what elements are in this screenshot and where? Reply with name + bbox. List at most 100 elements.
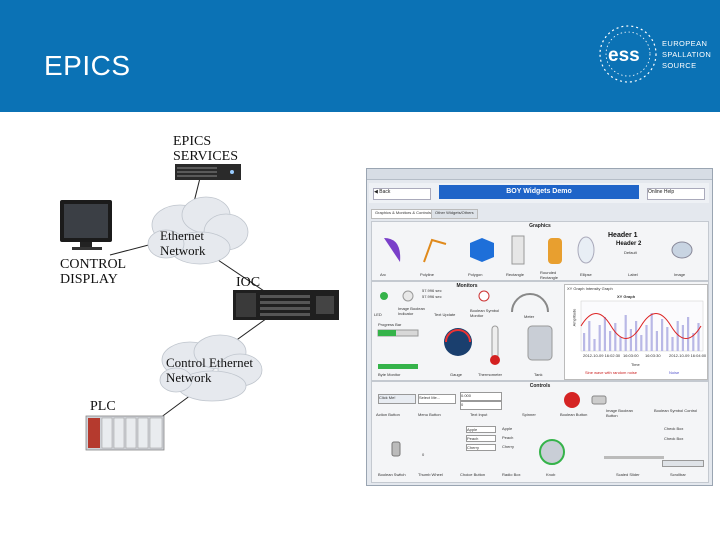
boy-widgets-window: ◀ Back BOY Widgets Demo Online Help Grap…: [366, 168, 713, 486]
gauge-dial: [444, 328, 472, 356]
slide-header: EPICS ess EUROPEAN SPALLATION SOURCE: [0, 0, 720, 112]
text-input[interactable]: 0.000: [460, 392, 502, 401]
monitor-widgets: [377, 290, 553, 369]
noise-bar: [650, 313, 653, 351]
back-button[interactable]: ◀ Back: [373, 188, 431, 200]
xy-time-3: 16:03:30: [645, 353, 661, 358]
boy-toolbar: ◀ Back BOY Widgets Demo Online Help: [369, 183, 709, 203]
boolean-symbol-control-label: Boolean Symbol Control: [654, 408, 698, 413]
ethernet-cloud-icon: [147, 196, 249, 265]
noise-bar: [583, 333, 586, 351]
gauge-label: Gauge: [450, 372, 463, 377]
xy-time-1: 2012-10-09 16:02:30: [583, 353, 621, 358]
xy-graph-widget: XY Graph Intensity Graph XY Graph Amplit…: [564, 284, 708, 380]
svg-text:ess: ess: [608, 45, 640, 66]
choice-button-label: Choice Button: [460, 472, 486, 477]
noise-bar: [687, 317, 690, 351]
byte-monitor-label: Byte Monitor: [378, 372, 401, 377]
tab-graphics-monitors-controls[interactable]: Graphics & Monitors & Controls: [371, 209, 436, 219]
noise-bar: [640, 335, 643, 351]
radio-cherry[interactable]: Cherry: [502, 444, 515, 449]
network-diagram-graphics: [60, 164, 339, 451]
noise-bar: [603, 317, 606, 351]
scrollbar-label: Scrollbar: [670, 472, 686, 477]
radio-apple[interactable]: Apple: [502, 426, 513, 431]
noise-bar: [588, 321, 591, 351]
xy-graph-title: XY Graph: [617, 294, 636, 299]
polygon-shape: [470, 238, 494, 262]
label-label: Label: [628, 272, 638, 277]
noise-bar: [671, 337, 674, 351]
polyline-label: Polyline: [420, 272, 435, 277]
default-label: Default: [624, 250, 637, 255]
thumb-wheel-label: Thumb Wheel: [418, 472, 443, 477]
graphics-shapes: [384, 235, 693, 265]
choice-peach[interactable]: Peach: [466, 435, 496, 442]
xy-legend-sine: Sine wave with random noise: [585, 370, 638, 375]
knob-icon: [539, 439, 565, 465]
action-button[interactable]: Click Me!: [378, 394, 416, 404]
boolean-symbol-monitor-label: Boolean Symbol Monitor: [470, 308, 500, 318]
xy-graph-plot: [580, 300, 704, 352]
menu-button[interactable]: Select Me...: [418, 394, 456, 404]
thermometer-tube: [491, 325, 499, 359]
services-server-icon: [175, 164, 241, 180]
thumb-wheel-value[interactable]: 0: [422, 452, 425, 457]
rounded-rectangle-label: Rounded Rectangle: [540, 270, 559, 280]
knob-label: Knob: [546, 472, 556, 477]
xy-x-axis-label: Time: [631, 362, 640, 367]
thermometer-bulb: [490, 355, 500, 365]
meter-label: Meter: [524, 314, 535, 319]
graphics-title: Graphics: [529, 223, 551, 229]
graphics-panel: Graphics Header 1 Header 2 Default Arc P…: [371, 221, 709, 281]
choice-cherry[interactable]: Cherry: [466, 444, 496, 451]
noise-bar: [666, 327, 669, 351]
noise-bar: [593, 339, 596, 351]
xy-legend-noise: Noise: [669, 370, 680, 375]
radio-box-label: Radio Box: [502, 472, 521, 477]
arc-label: Arc: [380, 272, 386, 277]
polyline-shape: [423, 238, 447, 263]
rectangle-shape: [511, 235, 525, 265]
boy-window-title: BOY Widgets Demo: [439, 185, 639, 199]
thermometer-label: Thermometer: [478, 372, 503, 377]
noise-bar: [598, 325, 601, 351]
noise-bar: [692, 333, 695, 351]
slide-title: EPICS: [44, 50, 131, 81]
noise-bars: [583, 313, 700, 351]
menu-button-label: Menu Button: [418, 412, 441, 417]
control-display-monitor-icon: [60, 200, 112, 250]
text-input-label: Text Input: [470, 412, 488, 417]
check-box[interactable]: Check Box: [664, 426, 684, 431]
spinner-label: Spinner: [522, 412, 536, 417]
scaled-slider-label: Scaled Slider: [616, 472, 640, 477]
boolean-switch-label: Boolean Switch: [378, 472, 406, 477]
text-update-value-1: 57.996 sec: [422, 288, 442, 293]
xy-time-2: 16:03:00: [623, 353, 639, 358]
scrollbar[interactable]: [662, 460, 704, 467]
noise-bar: [624, 315, 627, 351]
image-boolean-button-icon: [591, 395, 607, 405]
boolean-symbol-monitor-icon: [478, 290, 490, 302]
controls-title: Controls: [529, 383, 551, 389]
meter-arc: [511, 293, 549, 313]
spinner-input[interactable]: 0: [460, 401, 502, 410]
image-label: Image: [674, 272, 686, 277]
online-help-button[interactable]: Online Help: [647, 188, 705, 200]
noise-bar: [655, 331, 658, 351]
ioc-label: IOC: [236, 275, 261, 290]
tab-other-widgets[interactable]: Other Widgets/Others: [431, 209, 478, 219]
radio-peach[interactable]: Peach: [502, 435, 514, 440]
choice-apple[interactable]: Apple: [466, 426, 496, 433]
boy-window-titlebar: [367, 169, 712, 180]
led-label: LED: [374, 312, 382, 317]
noise-bar: [676, 321, 679, 351]
noise-bar: [629, 329, 632, 351]
ellipse-shape: [577, 236, 595, 264]
boolean-button-icon: [564, 392, 580, 408]
noise-bar: [697, 323, 700, 351]
